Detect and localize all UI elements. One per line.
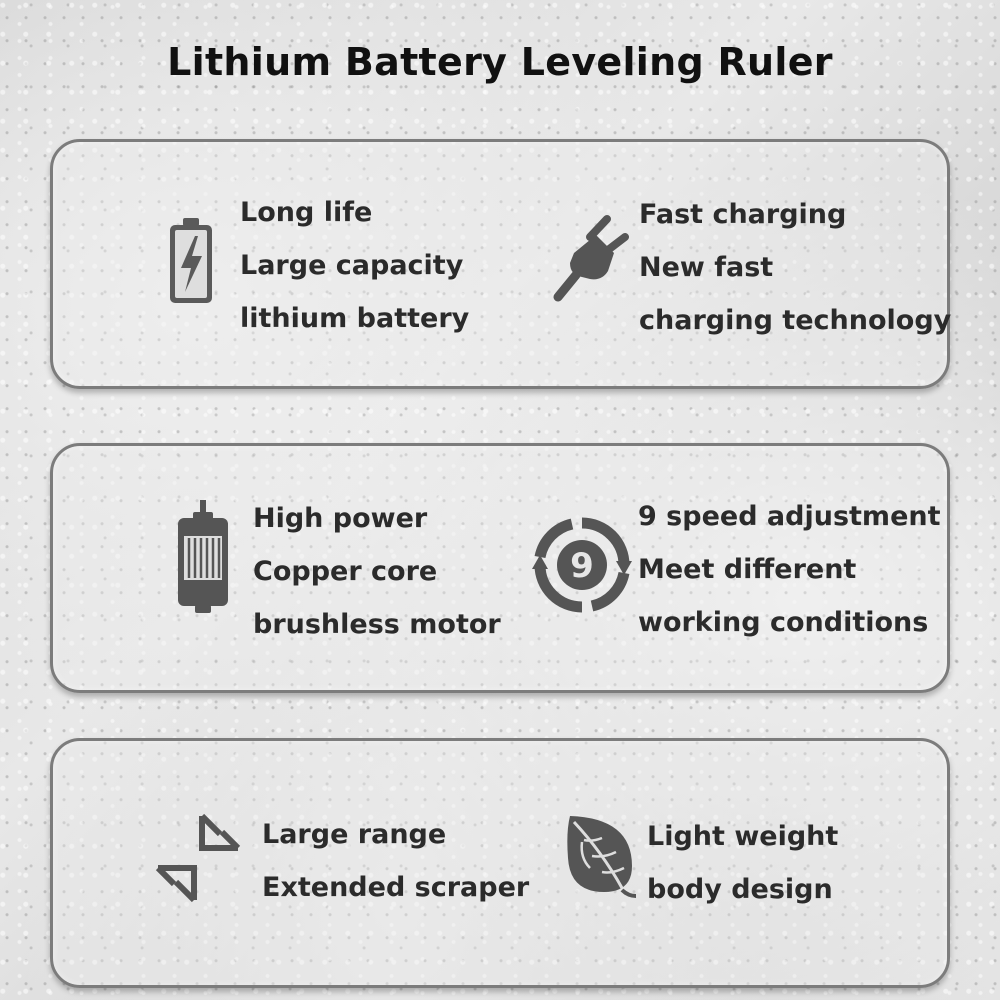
feature-line: charging technology [639,305,952,336]
feature-text-speed: 9 speed adjustment Meet different workin… [638,490,941,649]
feature-line: Extended scraper [262,872,530,903]
speed-badge-number: 9 [570,546,594,586]
feature-line: New fast [639,252,774,283]
motor-icon [175,500,231,618]
battery-charging-icon [166,216,216,306]
feature-line: lithium battery [240,303,470,334]
feature-line: Long life [240,197,373,228]
feature-line: working conditions [638,607,929,638]
power-plug-icon [552,215,632,305]
feature-text-battery: Long life Large capacity lithium battery [240,186,469,345]
expand-arrows-icon [150,810,246,906]
feature-line: Copper core [253,556,438,587]
feature-line: Meet different [638,554,857,585]
feature-line: Fast charging [639,199,847,230]
feature-line: body design [647,874,833,905]
speed-9-cycle-icon: 9 [532,515,632,615]
feature-line: brushless motor [253,609,501,640]
feature-line: Light weight [647,821,839,852]
feature-line: Large capacity [240,250,464,281]
feature-text-charging: Fast charging New fast charging technolo… [639,188,951,347]
feature-text-motor: High power Copper core brushless motor [253,492,501,651]
feature-panel-motor-speed [50,443,950,693]
feature-line: 9 speed adjustment [638,501,941,532]
feature-text-weight: Light weight body design [647,810,838,916]
feature-line: Large range [262,819,447,850]
feature-line: High power [253,503,428,534]
feature-text-range: Large range Extended scraper [262,808,529,914]
page-title: Lithium Battery Leveling Ruler [167,40,833,84]
feature-panel-range-weight [50,738,950,988]
leaf-icon [562,812,638,898]
